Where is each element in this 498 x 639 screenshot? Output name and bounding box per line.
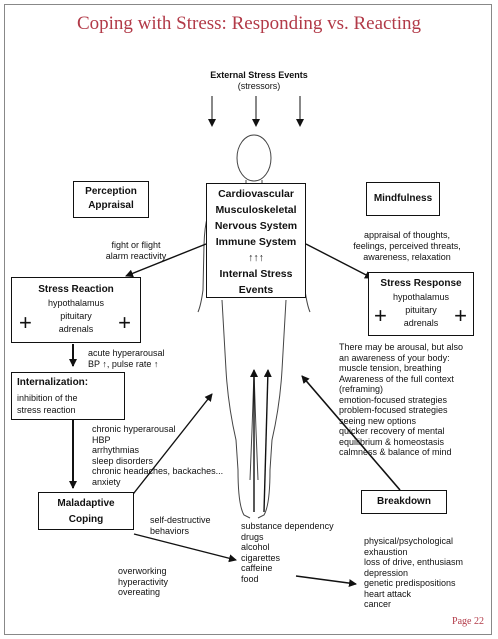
list-item: physical/psychological: [364, 536, 454, 546]
fight-flight-line-2: alarm reactivity: [105, 251, 167, 261]
list-item: an awareness of your body:: [339, 352, 450, 363]
list-item: muscle tension, breathing: [339, 363, 442, 373]
arousal-line-1: acute hyperarousal: [88, 348, 165, 358]
list-item: substance dependency: [241, 521, 334, 531]
list-item: emotion-focused strategies: [339, 394, 448, 405]
appraisal-line-3: awareness, relaxation: [363, 252, 451, 262]
arousal-text: acute hyperarousal BP ↑, pulse rate ↑: [88, 348, 165, 370]
list-item: Awareness of the full context: [339, 373, 454, 384]
breakdown-box: Breakdown: [361, 490, 447, 514]
internalization-line-2: stress reaction: [17, 405, 76, 415]
list-item: hyperactivity: [118, 576, 169, 587]
center-line-1: Cardiovascular: [218, 188, 294, 200]
center-line-7: Events: [238, 284, 274, 296]
diagram-title: Coping with Stress: Responding vs. React…: [76, 13, 422, 34]
maladaptive-line: Maladaptive: [57, 498, 115, 509]
appraisal-text: appraisal of thoughts, feelings, perceiv…: [342, 230, 472, 263]
reaction-item-1: hypothalamus: [47, 298, 105, 308]
substance-list: substance dependency drugs alcohol cigar…: [241, 521, 334, 584]
list-item: cigarettes: [241, 552, 281, 563]
perception-appraisal-box: Perception Appraisal: [73, 181, 149, 218]
page-frame: [4, 4, 492, 635]
appraisal-line: Appraisal: [88, 200, 134, 211]
list-item: loss of drive, enthusiasm: [364, 557, 464, 567]
plus-icon: +: [374, 303, 387, 328]
maladaptive-coping-box: Maladaptive Coping: [38, 492, 134, 530]
response-item-2: pituitary: [405, 305, 437, 315]
internalization-heading: Internalization:: [17, 377, 89, 388]
list-item: food: [241, 573, 259, 584]
center-line-6: Internal Stress: [219, 268, 293, 280]
self-destructive-text: self-destructive behaviors: [150, 515, 211, 537]
response-item-3: adrenals: [403, 318, 439, 328]
list-item: calmness & balance of mind: [339, 447, 452, 457]
list-item: overworking: [118, 566, 167, 576]
coping-line: Coping: [68, 514, 104, 525]
plus-icon: +: [454, 303, 467, 328]
list-item: seeing new options: [339, 415, 417, 426]
plus-icon: +: [19, 310, 32, 335]
list-item: depression: [364, 567, 409, 578]
center-line-4: Immune System: [215, 236, 297, 248]
list-item: There may be arousal, but also: [339, 342, 464, 352]
awareness-list: There may be arousal, but also an awaren…: [339, 342, 463, 458]
list-item: sleep disorders: [92, 455, 154, 466]
breakdown-list: physical/psychological exhaustion loss o…: [364, 536, 463, 610]
list-item: drugs: [241, 531, 264, 542]
overworking-list: overworking hyperactivity overeating: [118, 566, 168, 598]
self-destructive-line-1: self-destructive: [150, 515, 211, 525]
list-item: heart attack: [364, 588, 412, 599]
list-item: cancer: [364, 599, 392, 609]
stress-response-heading: Stress Response: [380, 278, 462, 289]
center-box: Cardiovascular Musculoskeletal Nervous S…: [206, 183, 306, 298]
list-item: anxiety: [92, 476, 121, 487]
center-line-3: Nervous System: [214, 220, 298, 232]
list-item: caffeine: [241, 563, 273, 573]
stress-reaction-box: Stress Reaction hypothalamus pituitary a…: [11, 277, 141, 343]
list-item: quicker recovery of mental: [339, 426, 445, 436]
list-item: chronic hyperarousal: [92, 424, 176, 434]
self-destructive-line-2: behaviors: [150, 526, 190, 536]
list-item: overeating: [118, 587, 161, 597]
plus-icon: +: [118, 310, 131, 335]
arousal-line-2: BP ↑, pulse rate ↑: [88, 359, 159, 369]
list-item: HBP: [92, 434, 111, 445]
external-stress-heading: External Stress Events: [210, 70, 308, 80]
response-item-1: hypothalamus: [392, 292, 450, 302]
reaction-item-2: pituitary: [60, 311, 92, 321]
perception-line: Perception: [85, 186, 137, 197]
chronic-list: chronic hyperarousal HBP arrhythmias sle…: [92, 424, 223, 487]
stress-response-box: Stress Response hypothalamus pituitary a…: [368, 272, 474, 336]
list-item: equilibrium & homeostasis: [339, 436, 445, 447]
appraisal-line-1: appraisal of thoughts,: [363, 230, 451, 240]
stress-reaction-heading: Stress Reaction: [38, 284, 114, 295]
page-number: Page 22: [452, 616, 484, 627]
list-item: arrhythmias: [92, 445, 140, 455]
list-item: alcohol: [241, 542, 270, 552]
reaction-item-3: adrenals: [58, 324, 94, 334]
internalization-box: Internalization: inhibition of the stres…: [11, 372, 125, 420]
internalization-line-1: inhibition of the: [17, 393, 78, 403]
list-item: (reframing): [339, 384, 384, 394]
list-item: genetic predispositions: [364, 578, 456, 588]
list-item: problem-focused strategies: [339, 405, 448, 415]
center-line-2: Musculoskeletal: [215, 204, 297, 216]
fight-flight-text: fight or flight alarm reactivity: [96, 240, 176, 262]
list-item: exhaustion: [364, 546, 408, 557]
appraisal-line-2: feelings, perceived threats,: [353, 241, 461, 251]
list-item: chronic headaches, backaches...: [92, 466, 224, 476]
mindfulness-box: Mindfulness: [366, 182, 440, 216]
fight-flight-line-1: fight or flight: [111, 240, 161, 250]
external-stress-sub: (stressors): [237, 81, 281, 91]
center-line-5: ↑↑↑: [248, 252, 264, 264]
